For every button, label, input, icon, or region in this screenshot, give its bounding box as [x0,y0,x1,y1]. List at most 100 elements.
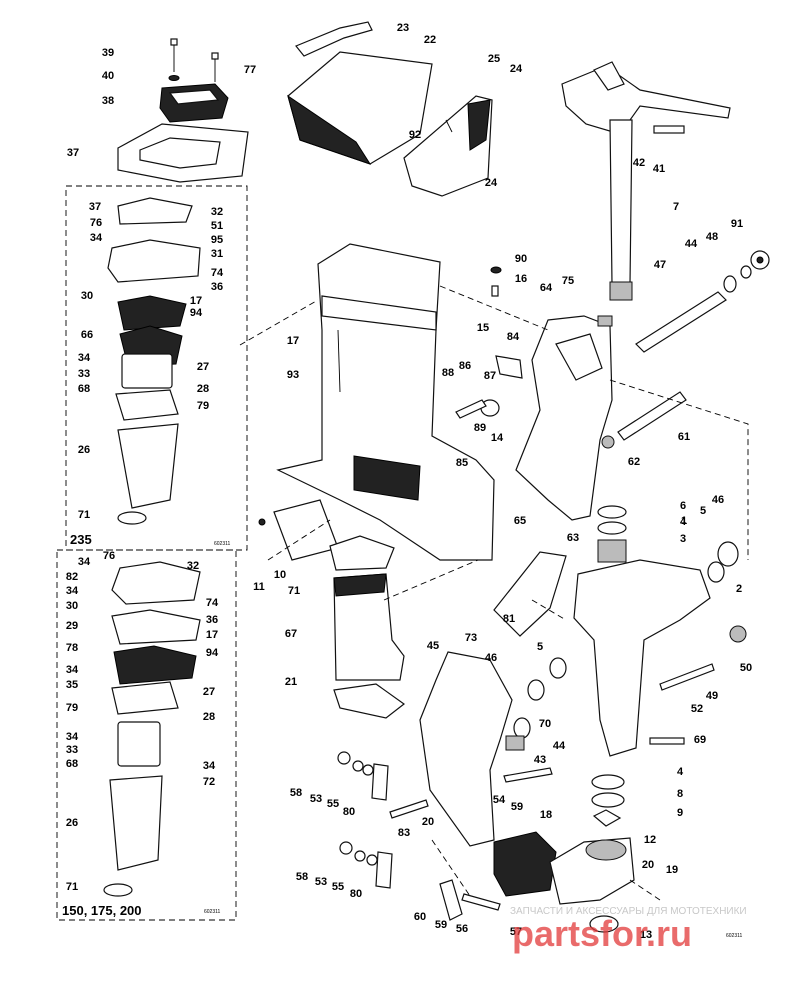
callout-87: 87 [484,370,496,382]
washer-40 [168,75,180,81]
callout-18: 18 [540,809,552,821]
callout-71: 71 [78,509,90,521]
callout-94: 94 [190,307,203,319]
callout-39: 39 [102,47,114,59]
watermark-logo: partsfor.ru [512,913,692,954]
washers-46-44 [505,657,567,751]
callout-27: 27 [203,686,215,698]
callout-44: 44 [685,238,698,250]
callout-76: 76 [90,217,102,229]
swivel-bracket-1 [573,559,711,757]
callout-89: 89 [474,422,486,434]
callout-6: 6 [680,500,686,512]
inset-235-label: 235 [70,532,92,547]
callout-76: 76 [103,550,115,562]
bolt-77 [211,52,219,82]
callout-5: 5 [700,505,706,517]
callout-59: 59 [435,919,447,931]
callout-25: 25 [488,53,500,65]
callout-42: 42 [633,157,645,169]
inset-150-175-200 [56,549,237,921]
callout-60: 60 [414,911,426,923]
callout-22: 22 [424,34,436,46]
callout-66: 66 [81,329,93,341]
callout-61: 61 [678,431,690,443]
callout-31: 31 [211,248,223,260]
gasket-37 [117,123,249,183]
bolt-41 [653,125,685,134]
stern-bracket-45 [419,651,513,847]
tube-47 [635,291,727,353]
callout-70: 70 [539,718,551,730]
callout-55: 55 [327,798,339,810]
callout-71: 71 [288,585,300,597]
inset-150-code: 602311 [204,909,221,915]
callout-27: 27 [197,361,209,373]
callout-2: 2 [736,583,742,595]
callout-28: 28 [203,711,215,723]
callout-82: 82 [66,571,78,583]
callout-8: 8 [677,788,683,800]
ring-13 [589,915,619,933]
callout-79: 79 [66,702,78,714]
callout-21: 21 [285,676,297,688]
callout-43: 43 [534,754,546,766]
callout-23: 23 [397,22,409,34]
callout-1: 1 [681,515,687,527]
callout-49: 49 [706,690,718,702]
callout-53: 53 [310,793,322,805]
callout-52: 52 [691,703,703,715]
callout-3: 3 [680,533,686,545]
screw-92 [445,119,453,133]
callout-36: 36 [206,614,218,626]
callout-40: 40 [102,70,114,82]
callout-68: 68 [66,758,78,770]
callout-34: 34 [78,352,91,364]
hardware-58-53-55-80-lower [339,841,393,889]
callout-67: 67 [285,628,297,640]
callout-14: 14 [491,432,504,444]
handle-23 [295,21,373,57]
callout-56: 56 [456,923,468,935]
callout-10: 10 [274,569,286,581]
stern-bracket-64 [515,315,613,521]
callout-38: 38 [102,95,114,107]
cover-plate-10 [258,499,339,561]
callout-54: 54 [493,794,506,806]
callout-36: 36 [211,281,223,293]
callout-71: 71 [66,881,78,893]
callout-32: 32 [211,206,223,218]
callout-63: 63 [567,532,579,544]
rings-4-8-9 [591,774,625,827]
exhaust-housing-15 [276,243,495,561]
callout-34: 34 [66,585,79,597]
callout-37: 37 [89,201,101,213]
bolt-69 [649,737,685,745]
callout-74: 74 [206,597,219,609]
watermark-tagline: ЗАПЧАСТИ И АКСЕССУАРЫ ДЛЯ МОТОТЕХНИКИ [510,906,747,917]
callout-29: 29 [66,620,78,632]
callout-34: 34 [66,664,79,676]
link-65 [493,551,567,637]
callout-45: 45 [427,640,439,652]
bolt-39 [170,38,178,72]
power-pack-block-38 [159,83,229,123]
stud-93 [337,329,341,393]
clamp-block-18 [493,831,557,897]
assembly-lines [239,285,749,901]
callout-4: 4 [677,766,684,778]
callout-80: 80 [343,806,355,818]
callout-62: 62 [628,456,640,468]
callout-20: 20 [642,859,654,871]
lower-cowl-22 [287,51,433,165]
callout-57: 57 [510,926,522,938]
callout-11: 11 [253,581,265,593]
seal-71 [329,535,395,571]
callout-95: 95 [211,234,223,246]
callout-59: 59 [511,801,523,813]
callout-17: 17 [190,295,202,307]
callout-94: 94 [206,647,219,659]
callout-84: 84 [507,331,520,343]
washers-44-48 [723,265,752,293]
